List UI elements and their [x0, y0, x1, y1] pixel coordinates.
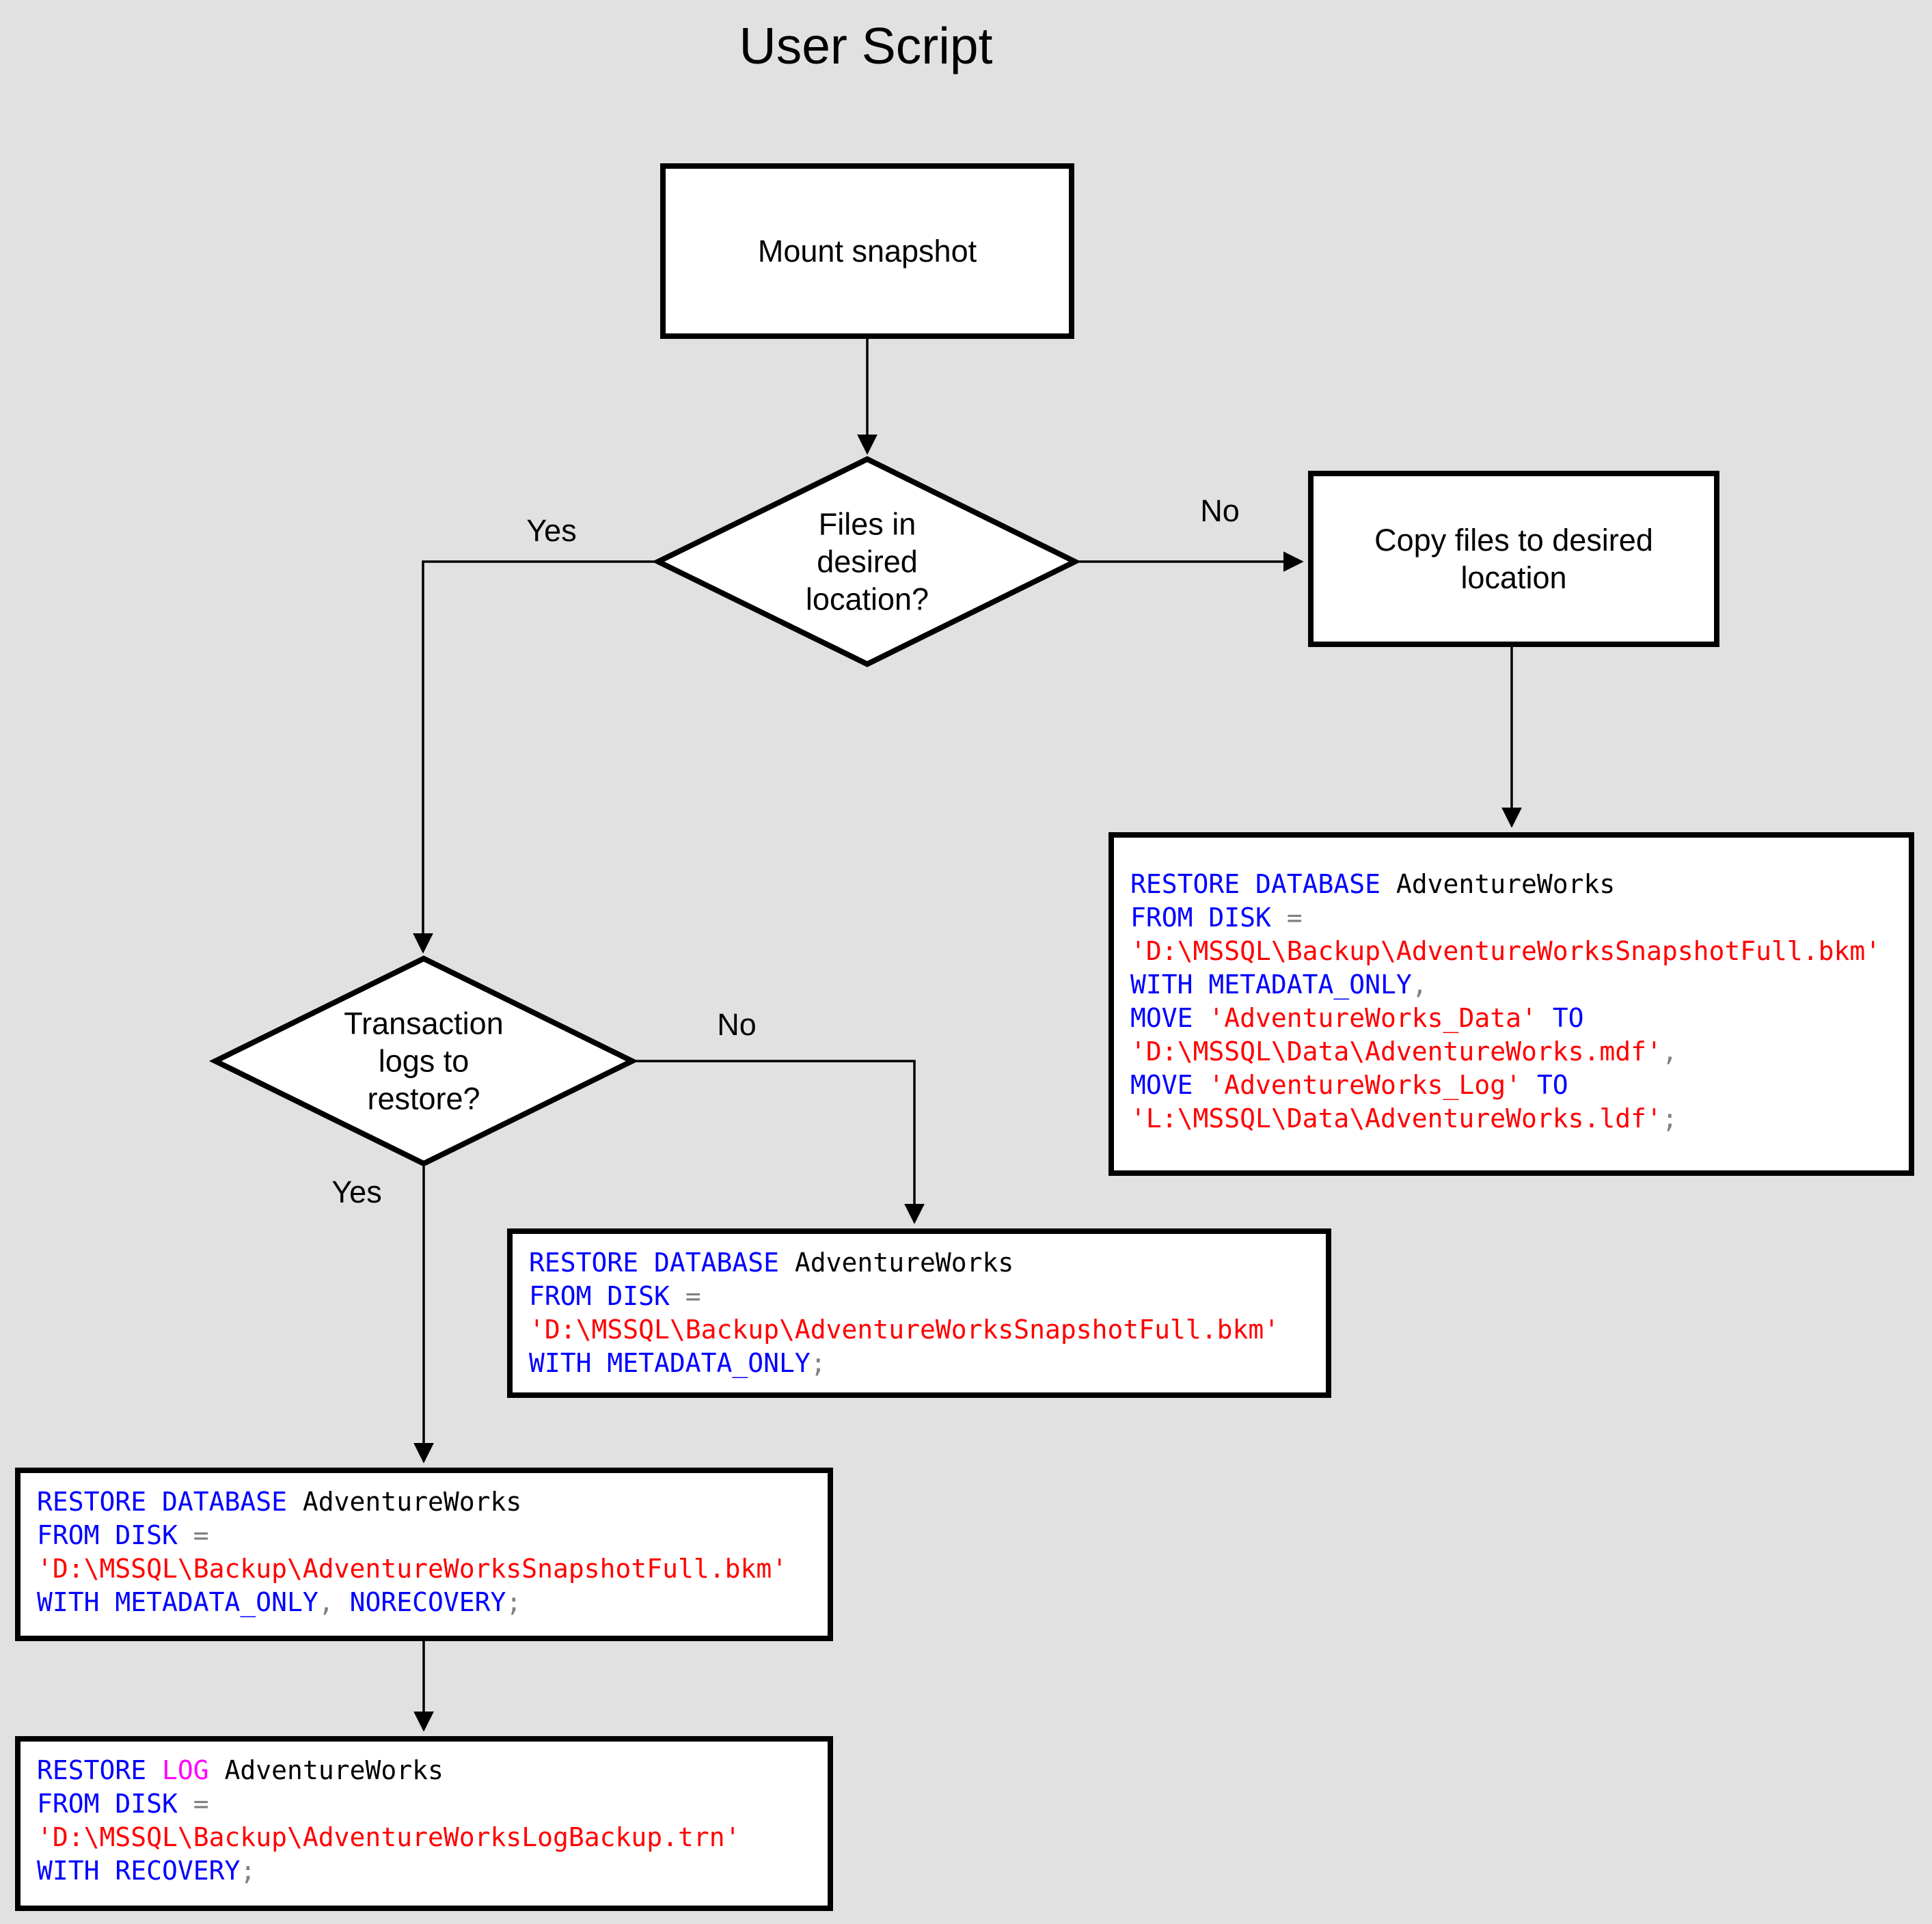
- code-line: WITH METADATA_ONLY;: [529, 1348, 826, 1378]
- files-yes-label: Yes: [526, 513, 577, 548]
- files-decision-label: Files in desired location?: [805, 506, 929, 617]
- code-line: RESTORE DATABASE AdventureWorks: [529, 1248, 1014, 1278]
- code-line: 'D:\MSSQL\Backup\AdventureWorksSnapshotF…: [1130, 936, 1881, 966]
- process-mount-snapshot: Mount snapshot: [660, 163, 1074, 339]
- code-line: 'L:\MSSQL\Data\AdventureWorks.ldf';: [1130, 1103, 1678, 1133]
- edge-files-yes: [413, 560, 658, 954]
- code-line: FROM DISK =: [1130, 903, 1303, 933]
- code-line: 'D:\MSSQL\Backup\AdventureWorksLogBackup…: [37, 1822, 741, 1852]
- code-line: RESTORE LOG AdventureWorks: [37, 1755, 444, 1785]
- process-mount-snapshot-label: Mount snapshot: [757, 234, 977, 269]
- edge-logs-no: [632, 1060, 925, 1224]
- code-line: WITH RECOVERY;: [37, 1856, 256, 1886]
- logs-decision-label: Transaction logs to restore?: [344, 1006, 504, 1116]
- code-line: 'D:\MSSQL\Backup\AdventureWorksSnapshotF…: [529, 1315, 1280, 1345]
- code-line: WITH METADATA_ONLY,: [1130, 970, 1428, 1000]
- process-copy-files-label: Copy files to desired location: [1374, 523, 1653, 595]
- code-line: 'D:\MSSQL\Backup\AdventureWorksSnapshotF…: [37, 1554, 788, 1584]
- code-line: WITH METADATA_ONLY, NORECOVERY;: [37, 1587, 522, 1617]
- code-line: FROM DISK =: [37, 1789, 209, 1819]
- code-line: RESTORE DATABASE AdventureWorks: [37, 1487, 522, 1517]
- page-title: User Script: [739, 17, 993, 74]
- process-copy-files: Copy files to desired location: [1308, 471, 1719, 647]
- code-line: 'D:\MSSQL\Data\AdventureWorks.mdf',: [1130, 1036, 1678, 1067]
- code-line: FROM DISK =: [37, 1520, 209, 1550]
- files-decision-shape: [651, 456, 1082, 668]
- logs-no-label: No: [717, 1007, 757, 1042]
- code-line: FROM DISK =: [529, 1281, 701, 1311]
- logs-yes-label: Yes: [331, 1174, 382, 1209]
- code-line: MOVE 'AdventureWorks_Log' TO: [1130, 1070, 1568, 1100]
- code-line: RESTORE DATABASE AdventureWorks: [1130, 869, 1616, 899]
- logs-decision-shape: [208, 955, 639, 1167]
- code-line: MOVE 'AdventureWorks_Data' TO: [1130, 1003, 1584, 1033]
- files-no-label: No: [1200, 493, 1240, 528]
